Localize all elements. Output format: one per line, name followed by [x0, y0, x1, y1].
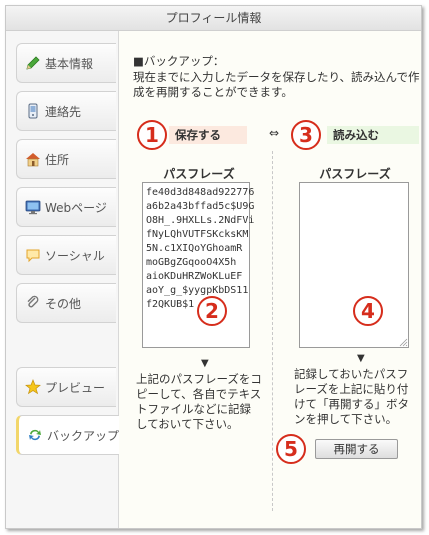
save-label: 保存する — [169, 126, 247, 144]
load-instruction: 記録しておいたパスフレーズを上記に貼り付けて「再開する」ボタンを押して下さい。 — [294, 367, 409, 426]
down-arrow-icon: ▼ — [357, 353, 365, 364]
sidebar-item-label: プレビュー — [45, 380, 106, 395]
phone-icon — [25, 103, 41, 119]
sidebar-item-label: Webページ — [45, 200, 107, 215]
sidebar-item-contact[interactable]: 連絡先 — [16, 91, 116, 131]
sidebar-item-label: 住所 — [45, 152, 70, 167]
save-instruction: 上記のパスフレーズをコピーして、各自でテキストファイルなどに記録しておいて下さい… — [136, 372, 262, 431]
house-icon — [25, 151, 41, 167]
column-divider — [272, 151, 273, 511]
window-title: プロフィール情報 — [6, 6, 421, 31]
restart-button[interactable]: 再開する — [315, 439, 398, 459]
section-heading: ■バックアップ： — [133, 54, 225, 68]
sidebar-item-label: 連絡先 — [45, 104, 82, 119]
section-description: 現在までに入力したデータを保存したり、読み込んで作成を再開することができます。 — [133, 70, 420, 99]
sidebar-item-other[interactable]: その他 — [16, 283, 116, 323]
paperclip-icon — [25, 295, 41, 311]
star-icon — [25, 379, 41, 395]
monitor-icon — [25, 199, 41, 215]
sidebar-item-label: その他 — [45, 296, 82, 311]
step-2-marker: 2 — [197, 296, 227, 326]
sidebar-item-backup[interactable]: バックアップ — [16, 415, 119, 455]
sidebar-item-label: 基本情報 — [45, 56, 94, 71]
profile-window: プロフィール情報 基本情報 連絡先 住所 Webペ — [5, 5, 422, 529]
resize-grip-icon[interactable] — [399, 338, 408, 347]
step-1-marker: 1 — [137, 120, 167, 150]
sidebar-item-label: バックアップ — [47, 428, 120, 443]
speech-bubble-icon — [25, 247, 41, 263]
sidebar-item-label: ソーシャル — [45, 248, 105, 263]
pencil-icon — [25, 55, 41, 71]
save-passphrase-title: パスフレーズ — [163, 167, 235, 181]
step-5-marker: 5 — [276, 434, 306, 464]
sidebar-item-address[interactable]: 住所 — [16, 139, 116, 179]
sidebar-item-preview[interactable]: プレビュー — [16, 367, 116, 407]
passphrase-output[interactable]: fe40d3d848ad922776 a6b2a43bffad5c$U9G O8… — [142, 182, 254, 348]
sidebar-item-social[interactable]: ソーシャル — [16, 235, 116, 275]
passphrase-input[interactable] — [299, 182, 409, 348]
sidebar: 基本情報 連絡先 住所 Webページ ソーシャル — [6, 31, 119, 528]
down-arrow-icon: ▼ — [201, 358, 209, 369]
load-passphrase-title: パスフレーズ — [319, 167, 391, 181]
sidebar-item-webpage[interactable]: Webページ — [16, 187, 116, 227]
refresh-icon — [27, 427, 43, 443]
step-4-marker: 4 — [353, 296, 383, 326]
sidebar-item-basic-info[interactable]: 基本情報 — [16, 43, 116, 83]
step-3-marker: 3 — [291, 120, 321, 150]
backup-panel: ■バックアップ： 現在までに入力したデータを保存したり、読み込んで作成を再開する… — [119, 31, 421, 528]
load-label: 読み込む — [327, 126, 419, 144]
exchange-arrow-icon: ⇔ — [269, 126, 280, 140]
